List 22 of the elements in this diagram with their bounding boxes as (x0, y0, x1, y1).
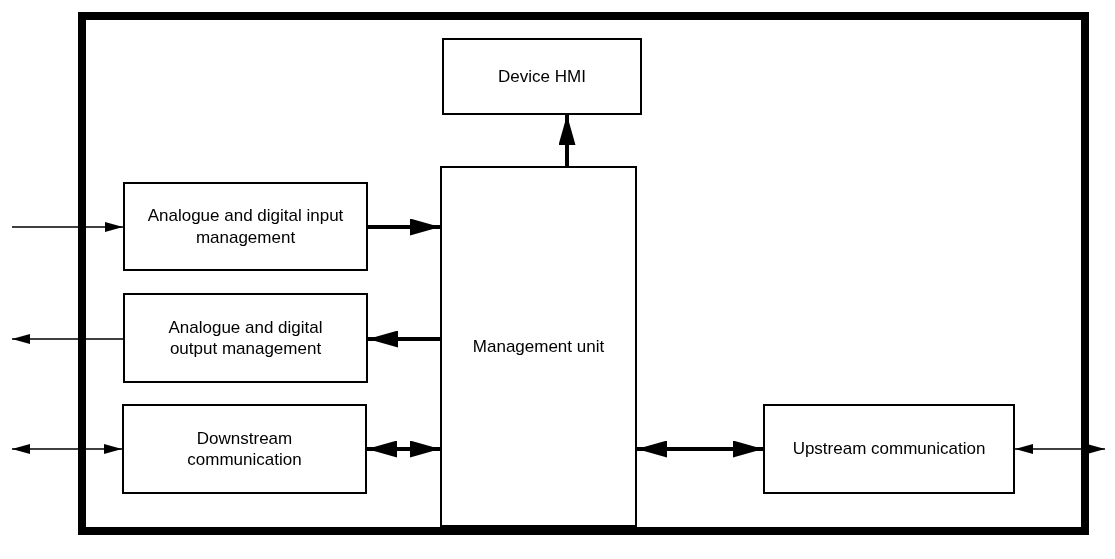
arrow (367, 440, 440, 458)
box-label: Upstream communication (792, 438, 986, 460)
function-box (763, 404, 1015, 494)
box-label: Analogue and digital output management (167, 316, 324, 360)
arrow (1014, 444, 1106, 454)
function-box (440, 166, 637, 527)
box-label: Device HMI (498, 65, 586, 88)
arrow (11, 444, 123, 454)
arrow (11, 334, 124, 344)
arrow (11, 222, 124, 232)
function-box (123, 293, 368, 383)
arrow (637, 440, 763, 458)
outer-frame (78, 12, 1089, 535)
function-box (123, 182, 368, 271)
box-label: Downstream communication (186, 427, 303, 471)
arrow (368, 330, 440, 348)
arrow (558, 115, 576, 166)
box-label: Analogue and digital input management (146, 205, 345, 248)
box-label: Management unit (472, 335, 605, 358)
function-box (442, 38, 642, 115)
arrow (368, 218, 440, 236)
function-box (122, 404, 367, 494)
